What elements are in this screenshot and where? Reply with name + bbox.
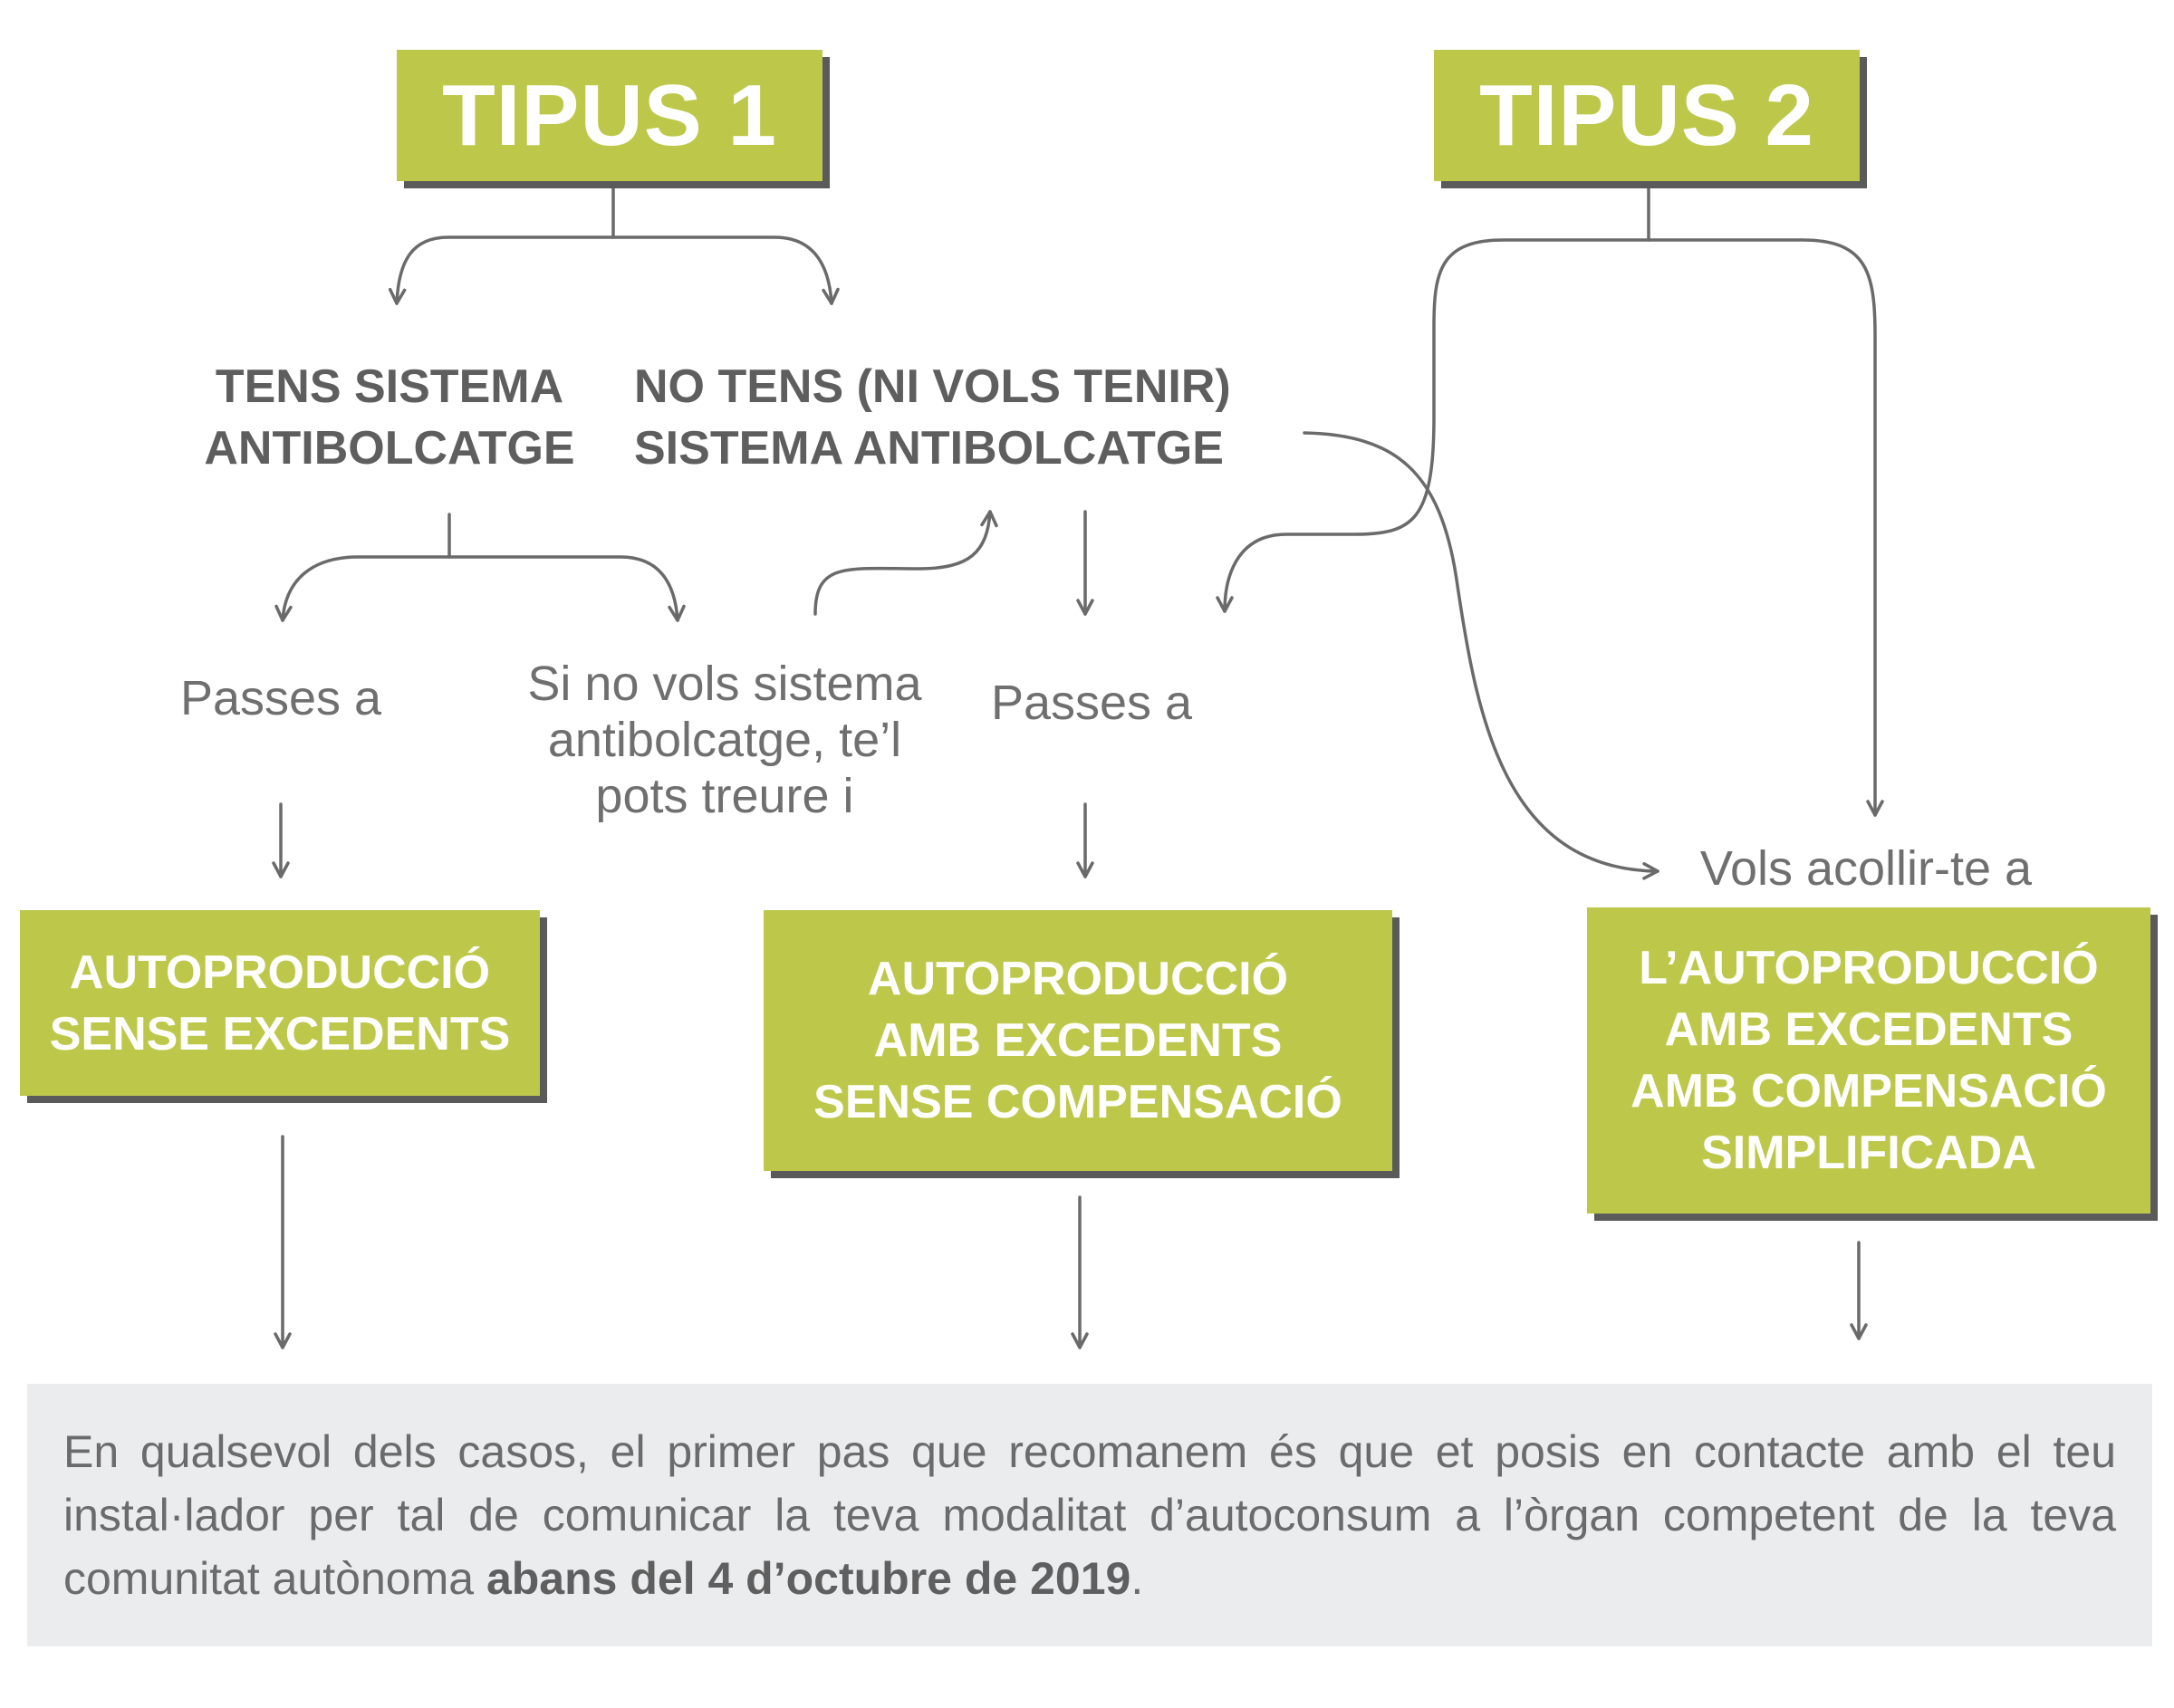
tipus-1-box: TIPUS 1 bbox=[397, 50, 822, 181]
has-antibolcatge-question: TENS SISTEMA ANTIBOLCATGE bbox=[163, 356, 616, 479]
recommendation-note: En qualsevol dels casos, el primer pas q… bbox=[27, 1384, 2152, 1646]
no-antibolcatge-line2: SISTEMA ANTIBOLCATGE bbox=[634, 422, 1224, 475]
result1-line2: SENSE EXCEDENTS bbox=[49, 1007, 511, 1060]
note-body: En qualsevol dels casos, el primer pas q… bbox=[63, 1426, 2116, 1604]
passes-a-mid: Passes a bbox=[990, 676, 1193, 730]
remove-antibolcatge-text: Si no vols sistema antibolcatge, te’l po… bbox=[489, 656, 960, 824]
result2-line3: SENSE COMPENSACIÓ bbox=[813, 1076, 1342, 1128]
note-deadline: abans del 4 d’octubre de 2019 bbox=[486, 1553, 1131, 1604]
tipus-1-label: TIPUS 1 bbox=[442, 66, 777, 164]
result2-line2: AMB EXCEDENTS bbox=[873, 1014, 1283, 1067]
arrow-has-system-to-passes-left bbox=[274, 555, 451, 622]
arrow-tipus2-to-vols-acollir bbox=[1647, 238, 1884, 817]
arrow-tipus1-to-has-system bbox=[388, 235, 615, 305]
note-text: En qualsevol dels casos, el primer pas q… bbox=[63, 1420, 2116, 1610]
has-antibolcatge-line2: ANTIBOLCATGE bbox=[204, 422, 575, 475]
has-antibolcatge-line1: TENS SISTEMA bbox=[215, 360, 564, 413]
vols-acollir-text: Vols acollir-te a bbox=[1699, 841, 2033, 896]
remove-line2: antibolcatge, te’l bbox=[547, 713, 902, 767]
result3-line3: AMB COMPENSACIÓ bbox=[1630, 1065, 2107, 1118]
arrow-remove-to-no-system bbox=[813, 510, 998, 616]
note-period: . bbox=[1130, 1553, 1144, 1604]
passes-a-left: Passes a bbox=[179, 671, 382, 725]
result3-line2: AMB EXCEDENTS bbox=[1664, 1003, 2073, 1056]
result-amb-excedents-sense-compensacio-box: AUTOPRODUCCIÓ AMB EXCEDENTS SENSE COMPEN… bbox=[764, 910, 1392, 1171]
remove-line3: pots treure i bbox=[595, 769, 854, 823]
tipus-2-box: TIPUS 2 bbox=[1434, 50, 1860, 181]
result1-line1: AUTOPRODUCCIÓ bbox=[69, 945, 491, 999]
remove-line1: Si no vols sistema bbox=[527, 657, 922, 711]
result3-line4: SIMPLIFICADA bbox=[1701, 1127, 2036, 1179]
no-antibolcatge-question: NO TENS (NI VOLS TENIR) SISTEMA ANTIBOLC… bbox=[634, 356, 1286, 479]
arrow-tipus1-to-no-system bbox=[611, 235, 840, 305]
result-sense-excedents-box: AUTOPRODUCCIÓ SENSE EXCEDENTS bbox=[20, 910, 540, 1096]
arrow-tipus2-to-passes-mid bbox=[1216, 238, 1650, 613]
result-amb-compensacio-simplificada-box: L’AUTOPRODUCCIÓ AMB EXCEDENTS AMB COMPEN… bbox=[1587, 907, 2150, 1214]
result2-line1: AUTOPRODUCCIÓ bbox=[867, 953, 1289, 1005]
arrow-no-system-to-vols-acollir bbox=[1303, 431, 1659, 880]
result3-line1: L’AUTOPRODUCCIÓ bbox=[1639, 942, 2099, 994]
no-antibolcatge-line1: NO TENS (NI VOLS TENIR) bbox=[634, 360, 1231, 413]
tipus-2-label: TIPUS 2 bbox=[1479, 66, 1814, 164]
arrow-has-system-to-remove bbox=[447, 555, 686, 622]
